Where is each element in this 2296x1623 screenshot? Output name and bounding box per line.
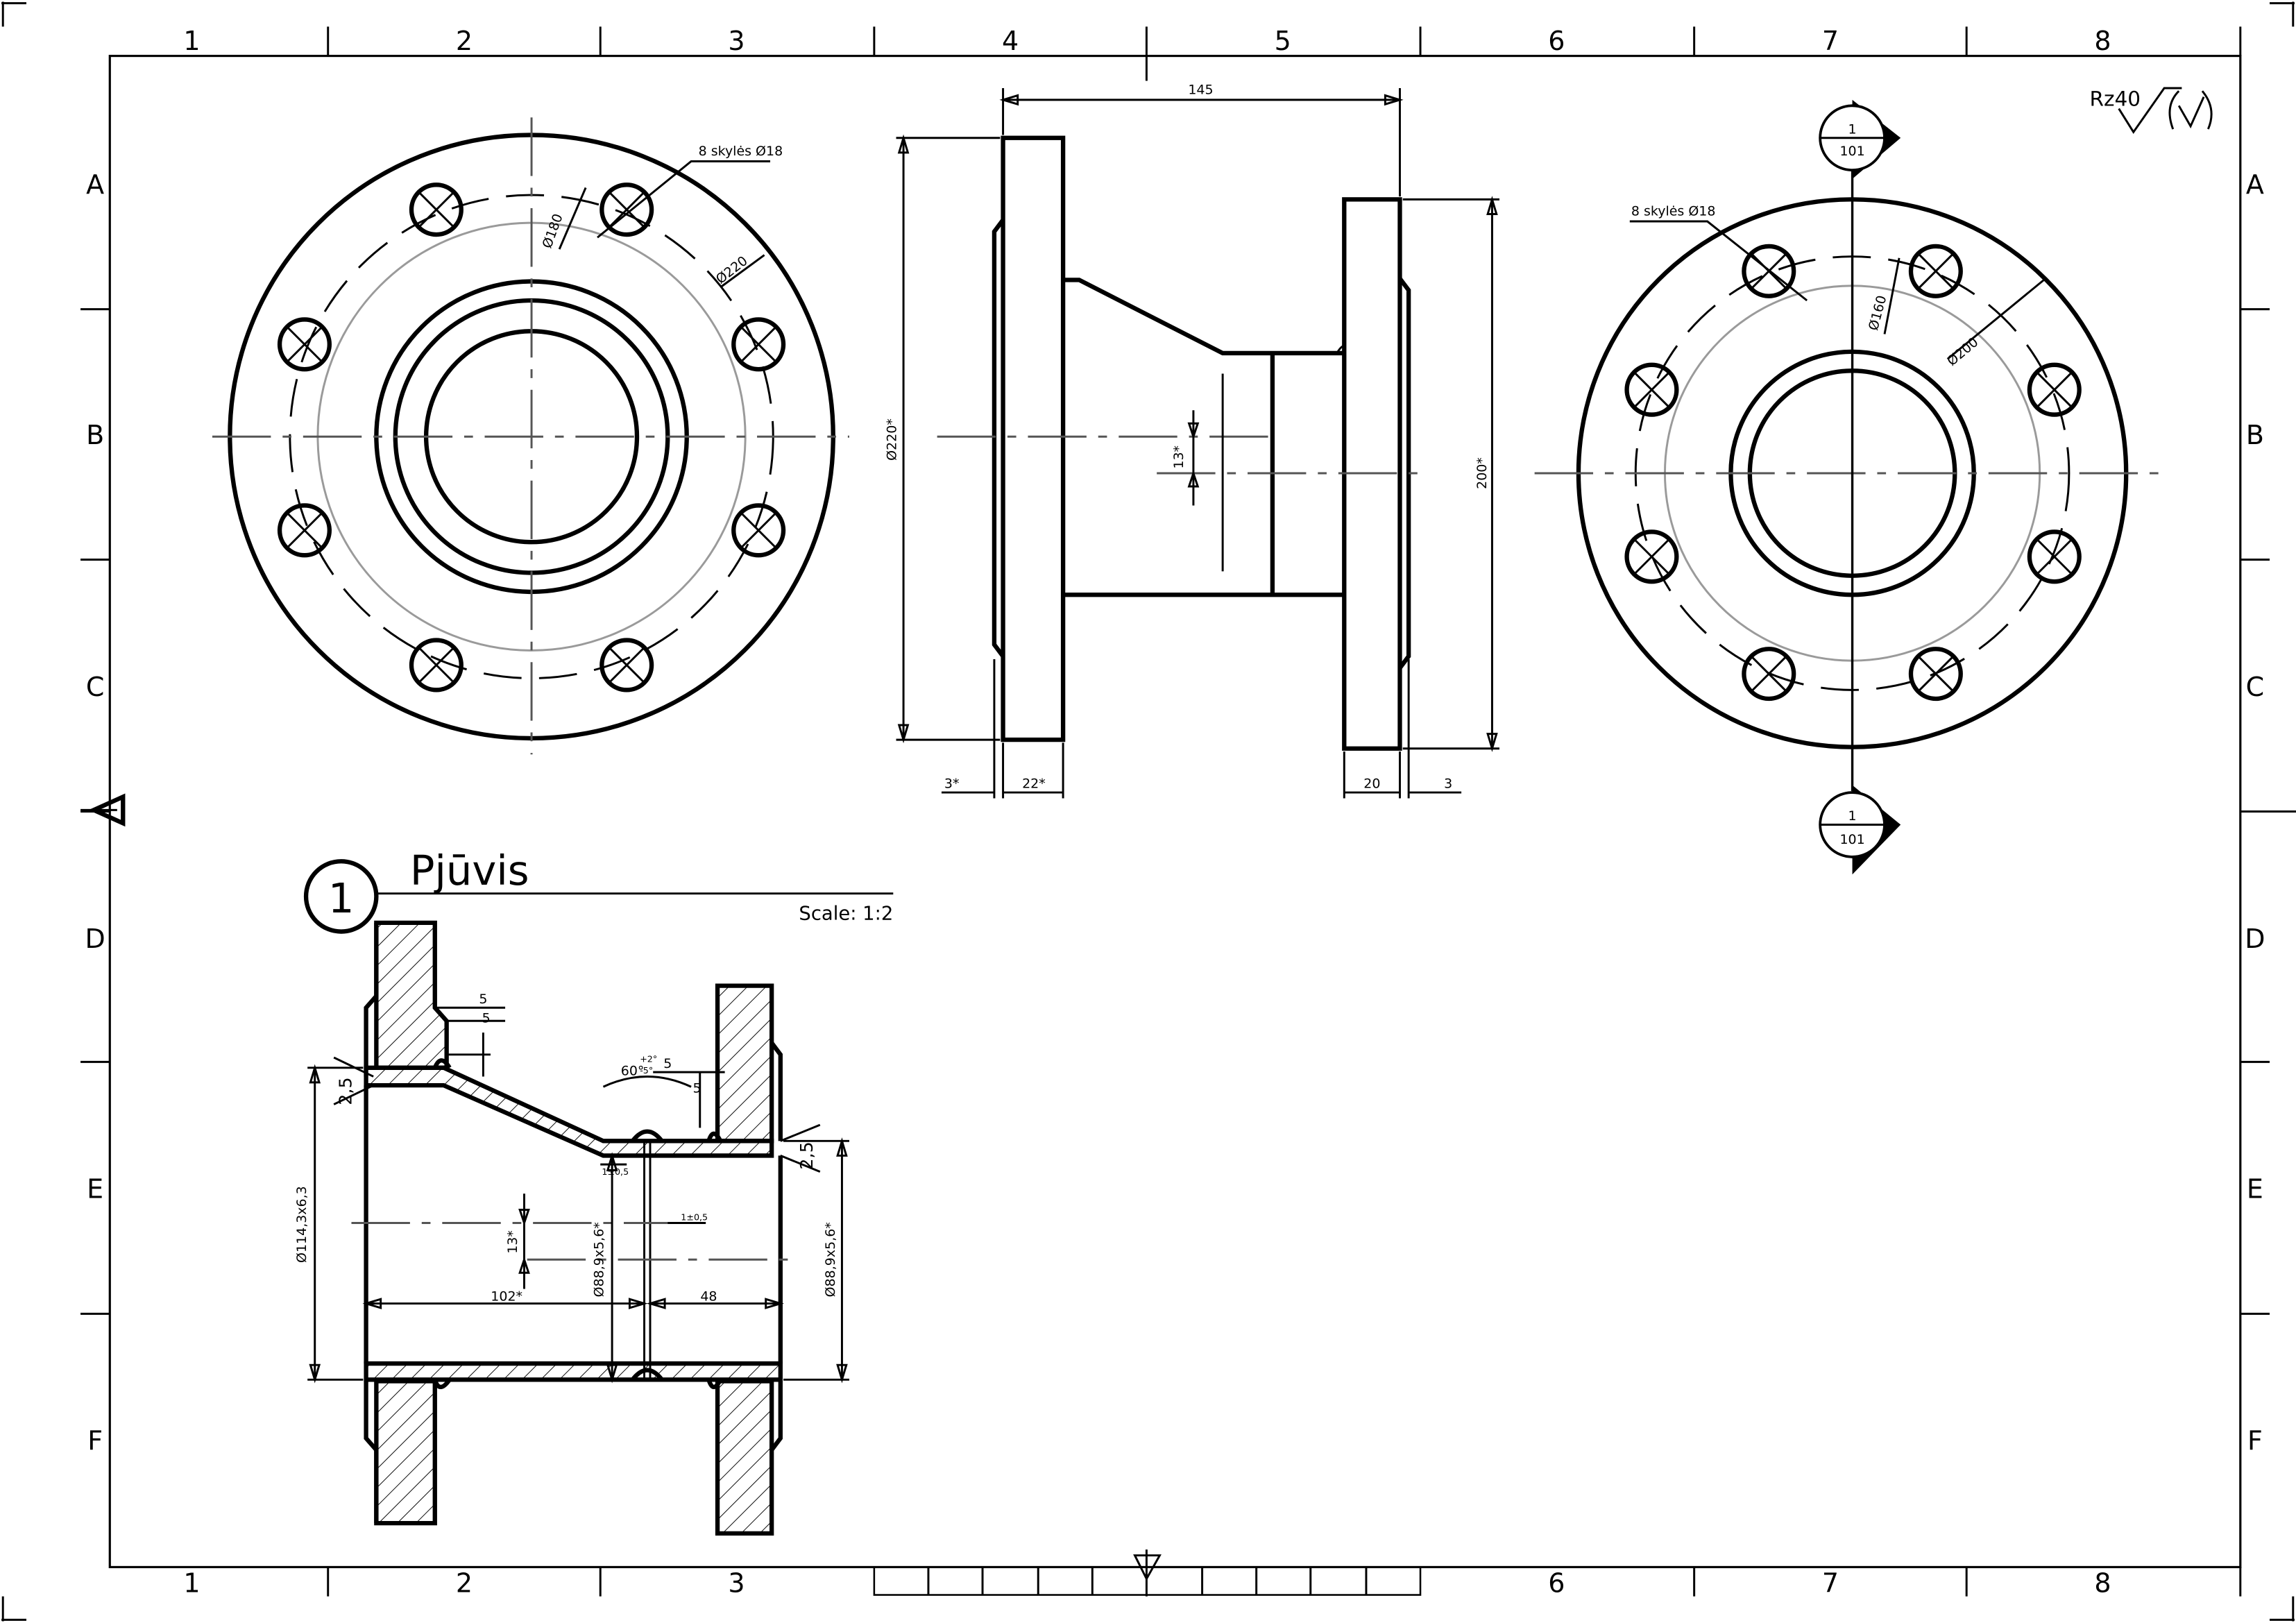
right-view: 8 skylės Ø18 Ø160 Ø200 1 101 1 101 bbox=[1534, 99, 2170, 875]
row-label: C bbox=[2246, 672, 2265, 702]
col-label: 5 bbox=[1275, 26, 1291, 56]
col-label: 8 bbox=[2094, 26, 2111, 56]
row-label: B bbox=[2246, 420, 2264, 450]
row-label: F bbox=[2247, 1426, 2263, 1456]
dim-chamfer-right: 2,5 bbox=[796, 1141, 817, 1169]
dim-pipe-small-inner: Ø88,9x5,6* bbox=[591, 1222, 606, 1297]
dim-bevel-tol-lower: -5° bbox=[640, 1065, 653, 1076]
dim-offset: 13* bbox=[1171, 445, 1187, 469]
dim-len-right: 48 bbox=[700, 1289, 717, 1304]
col-label: 1 bbox=[183, 26, 200, 56]
col-label: 4 bbox=[1002, 26, 1019, 56]
dim-left-raised-face: 3* bbox=[944, 776, 960, 792]
dim-outer-right: Ø200 bbox=[1944, 334, 1981, 369]
col-label: 8 bbox=[2094, 1567, 2111, 1598]
dim-pipe-small-outer: Ø88,9x5,6* bbox=[823, 1222, 838, 1297]
dim-bevel: 60° bbox=[621, 1063, 645, 1078]
dim-weld-gap-d: 5 bbox=[692, 1081, 701, 1096]
row-label: D bbox=[85, 924, 105, 954]
dim-right-flange: 200* bbox=[1474, 457, 1490, 489]
holes-note: 8 skylės Ø18 bbox=[699, 144, 783, 159]
col-label: 7 bbox=[1822, 1567, 1839, 1598]
col-label: 7 bbox=[1822, 26, 1839, 56]
front-view: 8 skylės Ø18 Ø180 Ø220 bbox=[212, 117, 849, 755]
section-scale: Scale: 1:2 bbox=[799, 903, 893, 925]
dim-weld-gap-a: 5 bbox=[479, 992, 487, 1007]
col-label: 2 bbox=[456, 26, 473, 56]
col-label: 6 bbox=[1548, 26, 1565, 56]
row-label: E bbox=[87, 1174, 103, 1205]
dim-root-left: 1±0,5 bbox=[602, 1166, 629, 1177]
dim-weld-gap-c: 5 bbox=[663, 1056, 672, 1071]
section-marker-top: 1 101 bbox=[1819, 99, 1901, 179]
row-label: B bbox=[86, 420, 104, 450]
row-label: D bbox=[2245, 924, 2265, 954]
row-label: E bbox=[2247, 1174, 2263, 1205]
surface-finish-symbol: Rz40 bbox=[2089, 87, 2213, 134]
row-label: A bbox=[2246, 169, 2264, 200]
row-label: F bbox=[87, 1426, 103, 1456]
scale-bar bbox=[873, 1566, 1422, 1596]
holes-note-right: 8 skylės Ø18 bbox=[1631, 204, 1716, 219]
row-label: C bbox=[86, 672, 105, 702]
section-number: 1 bbox=[328, 874, 355, 922]
col-label: 3 bbox=[728, 26, 745, 56]
section-marker-number: 1 bbox=[1848, 808, 1857, 824]
dim-right-thickness: 20 bbox=[1363, 776, 1380, 792]
dim-section-offset: 13* bbox=[505, 1230, 520, 1254]
dim-root-right: 1±0,5 bbox=[681, 1212, 708, 1222]
col-label: 3 bbox=[728, 1567, 745, 1598]
dim-bevel-tol-upper: +2° bbox=[640, 1053, 657, 1064]
side-view: 145 Ø220* 200* 13* 3* 22* 20 3 bbox=[885, 82, 1499, 799]
section-title: Pjūvis bbox=[410, 847, 529, 894]
col-label: 2 bbox=[456, 1567, 473, 1598]
dim-len-left: 102* bbox=[491, 1289, 522, 1304]
dim-chamfer-left: 2,5 bbox=[334, 1077, 355, 1105]
dim-pipe-big: Ø114,3x6,3 bbox=[294, 1186, 309, 1263]
col-label: 6 bbox=[1548, 1567, 1565, 1598]
dim-length: 145 bbox=[1188, 82, 1213, 97]
section-marker-sheet: 101 bbox=[1839, 832, 1864, 847]
dim-left-thickness: 22* bbox=[1022, 776, 1046, 792]
section-view: 1 Pjūvis Scale: 1:2 Ø114,3x6,3 bbox=[294, 847, 894, 1536]
dim-left-flange: Ø220* bbox=[885, 418, 900, 461]
section-marker-number: 1 bbox=[1848, 121, 1857, 137]
dim-weld-gap-b: 5 bbox=[482, 1010, 491, 1026]
surface-finish-label: Rz40 bbox=[2089, 87, 2141, 110]
section-marker-sheet: 101 bbox=[1839, 144, 1864, 159]
col-label: 1 bbox=[183, 1567, 200, 1598]
row-label: A bbox=[86, 169, 104, 200]
dim-right-raised-face: 3 bbox=[1444, 776, 1452, 792]
section-marker-bottom: 1 101 bbox=[1819, 785, 1901, 875]
bolt-holes bbox=[277, 182, 786, 692]
